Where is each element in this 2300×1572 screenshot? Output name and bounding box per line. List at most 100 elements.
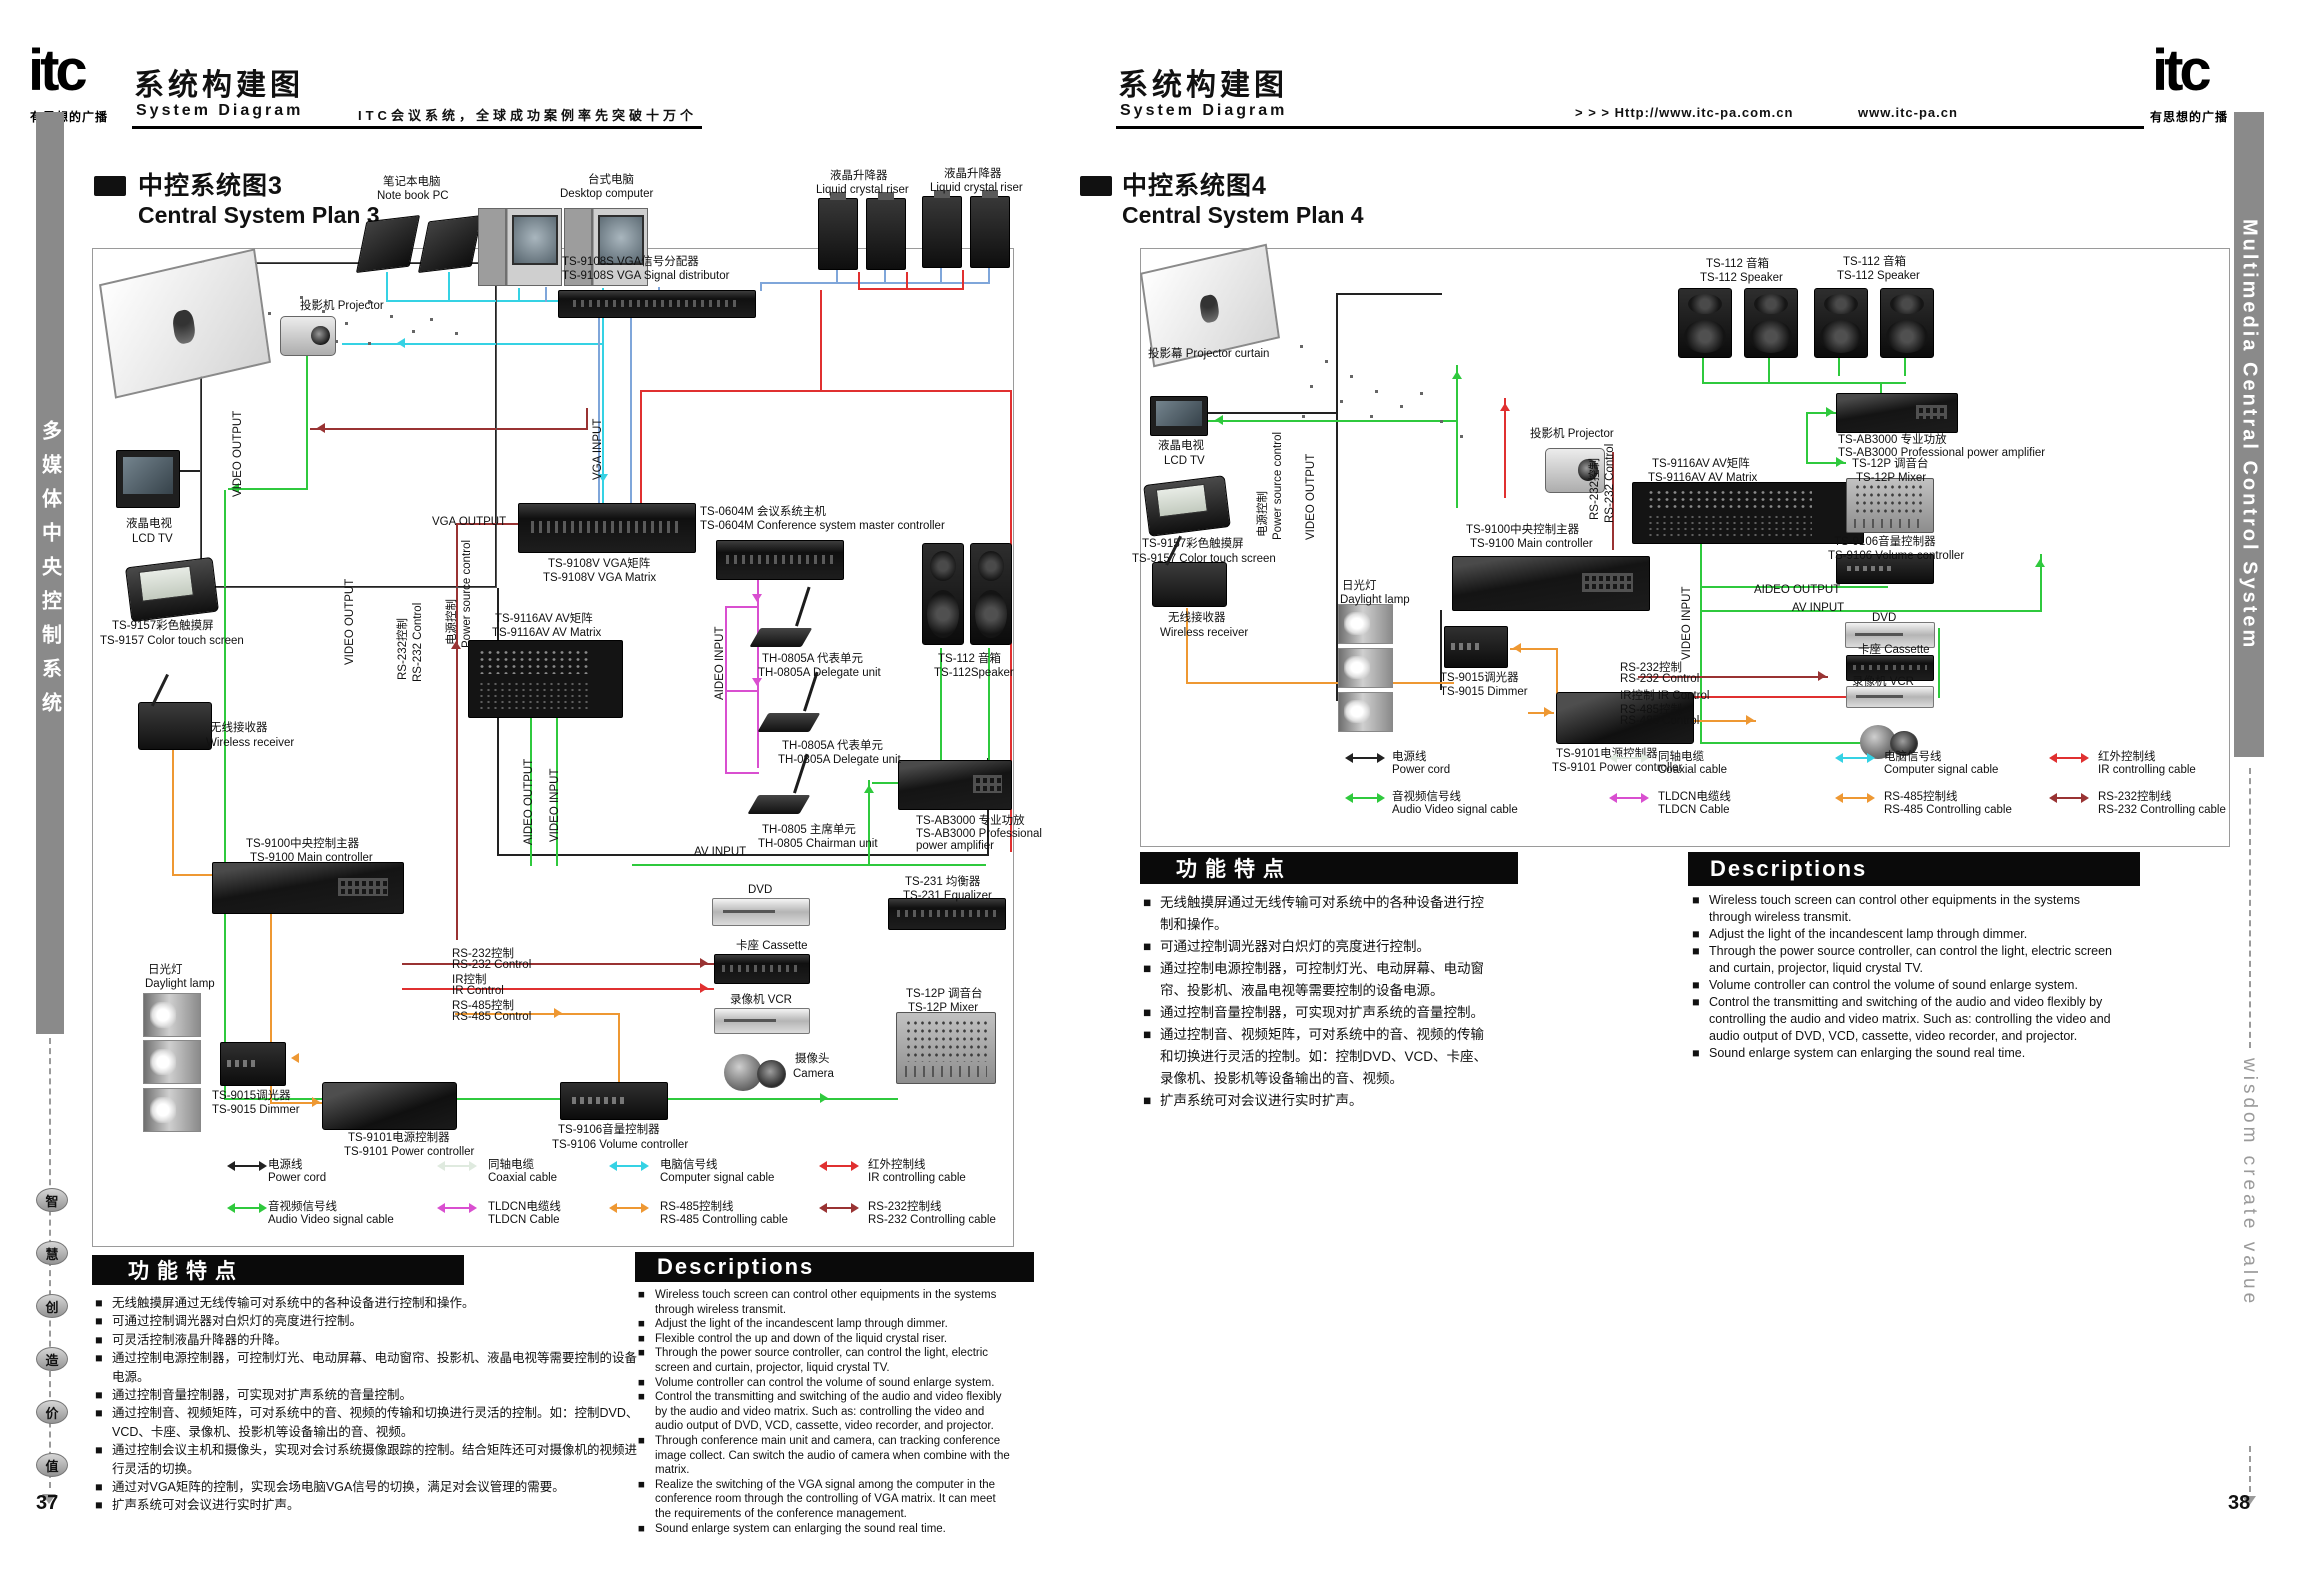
wire-B [760, 282, 838, 284]
list-item: ■通过控制电源控制器，可控制灯光、电动屏幕、电动窗帘、投影机、液晶电视等需要控制… [1143, 958, 1493, 1002]
legend-arrow-tip [2081, 793, 2094, 803]
wire-K [497, 854, 989, 856]
diagram-label: TS-9106音量控制器 [558, 1124, 660, 1136]
arrowhead-icon [1826, 407, 1839, 417]
legend-arrow-tip [1377, 753, 1390, 763]
list-item: ■Flexible control the up and down of the… [638, 1332, 948, 1345]
device-cam [1860, 722, 1918, 762]
sidebar-dash-right-top [2249, 768, 2251, 1048]
device-lamp [1338, 648, 1393, 688]
wire-G [1208, 420, 1458, 422]
wire-G [1768, 356, 1770, 384]
wire-G [1456, 365, 1458, 508]
arrowhead-icon [392, 338, 405, 348]
header-url: > > > Http://www.itc-pa.com.cn [1575, 105, 1794, 120]
wire-G [940, 648, 942, 760]
bullet-icon: ■ [95, 1406, 103, 1421]
arrowhead-icon [1508, 643, 1521, 653]
diagram-label: 液晶升降器 [830, 170, 888, 182]
diagram-label: TH-0805A Delegate unit [778, 754, 901, 766]
legend-arrow-tip [1604, 753, 1617, 763]
itc-logo-left: itc [28, 38, 88, 103]
diagram-label: TS-9116AV AV矩阵 [495, 613, 593, 625]
diagram-label: RS-485控制 [1620, 704, 1682, 716]
legend-label-cn: TLDCN电缆线 [488, 1201, 561, 1213]
device-silver [1845, 622, 1935, 648]
diagram-label: 电源控制 [446, 599, 458, 645]
list-item: ■通过控制电源控制器，可控制灯光、电动屏幕、电动窗帘、投影机、液晶电视等需要控制… [95, 1351, 638, 1384]
device-spk [1880, 288, 1934, 358]
device-silver [714, 1008, 810, 1034]
wire-G [1700, 586, 1888, 588]
device-rack [714, 954, 810, 984]
device-rack [888, 898, 1006, 930]
diagram-label: TS-112 音箱 [1843, 256, 1907, 268]
bullet-icon: ■ [1692, 944, 1700, 958]
wire-G [1806, 462, 1846, 464]
legend-arrow-icon [1345, 753, 1385, 763]
wire-B [836, 282, 990, 284]
diagram-label: TS-12P Mixer [1856, 472, 1927, 484]
device-cam [724, 1050, 786, 1095]
features-bar-right: 功能特点 [1140, 852, 1518, 884]
wire-B [884, 270, 886, 284]
diagram-label: TS-AB3000 专业功放 [916, 815, 1025, 827]
legend-arrow-tip [1641, 753, 1654, 763]
projection-dot [1420, 392, 1423, 395]
diagram-label: 电源控制 [1257, 491, 1269, 537]
legend-label-cn: RS-232控制线 [2098, 791, 2172, 803]
wire-K [1336, 293, 1338, 701]
diagram-label: Power source control [461, 539, 473, 648]
list-item: ■Sound enlarge system can enlarging the … [638, 1522, 946, 1535]
bullet-icon: ■ [638, 1478, 645, 1491]
arrowhead-icon [554, 1008, 567, 1018]
wire-R [1504, 398, 1506, 498]
diagram-label: 液晶电视 [1158, 440, 1204, 452]
diagram-label: TS-9108V VGA矩阵 [548, 558, 651, 570]
device-spk [1814, 288, 1868, 358]
wire-G [1700, 544, 1702, 612]
wire-R [962, 270, 964, 288]
bullet-icon: ■ [95, 1332, 103, 1347]
device-riser [922, 190, 962, 268]
list-item: ■Adjust the light of the incandescent la… [638, 1318, 948, 1331]
legend-arrow-icon [437, 1203, 477, 1213]
diagram-label: VIDEO OUTPUT [344, 578, 356, 665]
wire-O [1186, 682, 1454, 684]
list-item: ■Adjust the light of the incandescent la… [1692, 927, 2028, 941]
diagram-label: VIDEO INPUT [549, 768, 561, 842]
wire-G [224, 490, 226, 1100]
legend-label-cn: RS-485控制线 [1884, 791, 1958, 803]
list-item: ■Control the transmitting and switching … [1692, 995, 2111, 1043]
wire-B [836, 270, 838, 284]
legend-arrow-tip [1867, 793, 1880, 803]
device-dist [558, 290, 756, 318]
legend-label-en: Computer signal cable [660, 1172, 775, 1184]
wire-G [1938, 628, 1940, 698]
legend-arrow-icon [1835, 793, 1875, 803]
sidebar-arrow-right-icon [2242, 1496, 2256, 1513]
page-number-left: 37 [36, 1492, 59, 1514]
diagram-label: TS-112Speaker [934, 667, 1014, 679]
device-riser [970, 190, 1010, 268]
diagram-label: 卡座 Cassette [736, 940, 808, 952]
diagram-label: Liquid crystal riser [930, 182, 1023, 194]
features-text-right: ■无线触摸屏通过无线传输可对系统中的各种设备进行控制和操作。■可通过控制调光器对… [1143, 892, 1493, 1112]
diagram-label: TS-9101电源控制器 [348, 1132, 450, 1144]
device-ctrl [1836, 554, 1934, 584]
wire-G [1806, 412, 1808, 464]
wire-R [640, 390, 1012, 392]
wire-C [448, 272, 450, 302]
list-item: ■Volume controller can control the volum… [638, 1376, 995, 1389]
list-item: ■Through the power source controller, ca… [1692, 944, 2112, 975]
legend-label-cn: 电源线 [1392, 751, 1427, 763]
diagram-label: 录像机 VCR [1852, 676, 1914, 688]
header-rule-right [1116, 126, 2144, 129]
wire-O [270, 912, 272, 1060]
legend-label-cn: TLDCN电缆线 [1658, 791, 1731, 803]
arrowhead-icon [864, 780, 874, 793]
legend-label-en: RS-485 Controlling cable [1884, 804, 2012, 816]
device-bigrack [212, 862, 404, 914]
wire-C [342, 343, 604, 345]
wire-M [725, 690, 759, 692]
